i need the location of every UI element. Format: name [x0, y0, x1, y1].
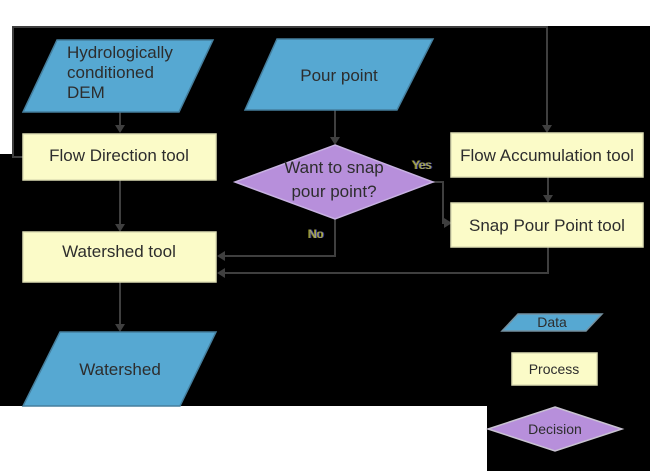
dem-label-line1: Hydrologically — [67, 43, 173, 62]
edge-snap-pour-point-to-watershed-tool — [224, 247, 549, 274]
diagram-background-left-extension — [0, 154, 12, 406]
decision-label-line2: pour point? — [291, 182, 376, 201]
legend-decision-label: Decision — [528, 421, 582, 437]
pour-point-label: Pour point — [300, 66, 378, 85]
legend — [485, 313, 625, 452]
dem-node — [21, 39, 215, 113]
flow-accumulation-label: Flow Accumulation tool — [460, 146, 634, 165]
legend-data-shape — [500, 313, 604, 332]
connector-lines — [12, 26, 549, 325]
watershed-label: Watershed — [79, 360, 161, 379]
edge-label-yes: Yes — [412, 158, 432, 172]
edge-flow-direction-to-flow-accumulation — [12, 26, 548, 158]
watershed-node — [21, 331, 218, 407]
arrowhead-into-decision — [330, 137, 340, 145]
watershed-tool-node — [22, 231, 217, 283]
arrowhead-into-watershed — [115, 324, 125, 332]
edge-labels: Yes No — [308, 158, 431, 241]
flow-direction-node — [22, 133, 217, 181]
dem-label-line2: conditioned — [67, 63, 154, 82]
decision-label-line1: Want to snap — [284, 158, 384, 177]
arrowhead-into-watershed-tool-top — [115, 224, 125, 232]
arrowhead-snap-into-watershed-tool — [217, 268, 225, 278]
legend-process-shape — [511, 352, 598, 386]
arrowhead-into-flow-direction — [115, 125, 125, 133]
watershed-tool-label: Watershed tool — [62, 242, 176, 261]
legend-process-label: Process — [529, 361, 580, 377]
edge-decision-no-to-watershed-tool — [224, 219, 336, 257]
snap-pour-point-node — [450, 202, 644, 248]
edge-label-no: No — [308, 227, 324, 241]
arrowhead-into-snap-pour-point-left — [444, 218, 452, 228]
legend-data-label: Data — [537, 314, 567, 330]
flow-accumulation-node — [450, 132, 644, 178]
arrowhead-into-flow-accumulation — [542, 125, 552, 133]
nodes — [21, 38, 644, 407]
dem-label-line3: DEM — [67, 83, 105, 102]
snap-pour-point-label: Snap Pour Point tool — [469, 216, 625, 235]
arrowheads — [115, 125, 553, 332]
edge-decision-yes-to-snap-pour-point — [433, 181, 445, 224]
arrowhead-into-snap-pour-point-top — [543, 195, 553, 203]
arrowhead-no-into-watershed-tool — [217, 251, 225, 261]
node-labels: Hydrologically conditioned DEM Pour poin… — [49, 43, 634, 437]
pour-point-node — [243, 38, 435, 111]
flow-direction-label: Flow Direction tool — [49, 146, 189, 165]
decision-node — [232, 144, 436, 220]
legend-decision-shape — [485, 406, 625, 452]
